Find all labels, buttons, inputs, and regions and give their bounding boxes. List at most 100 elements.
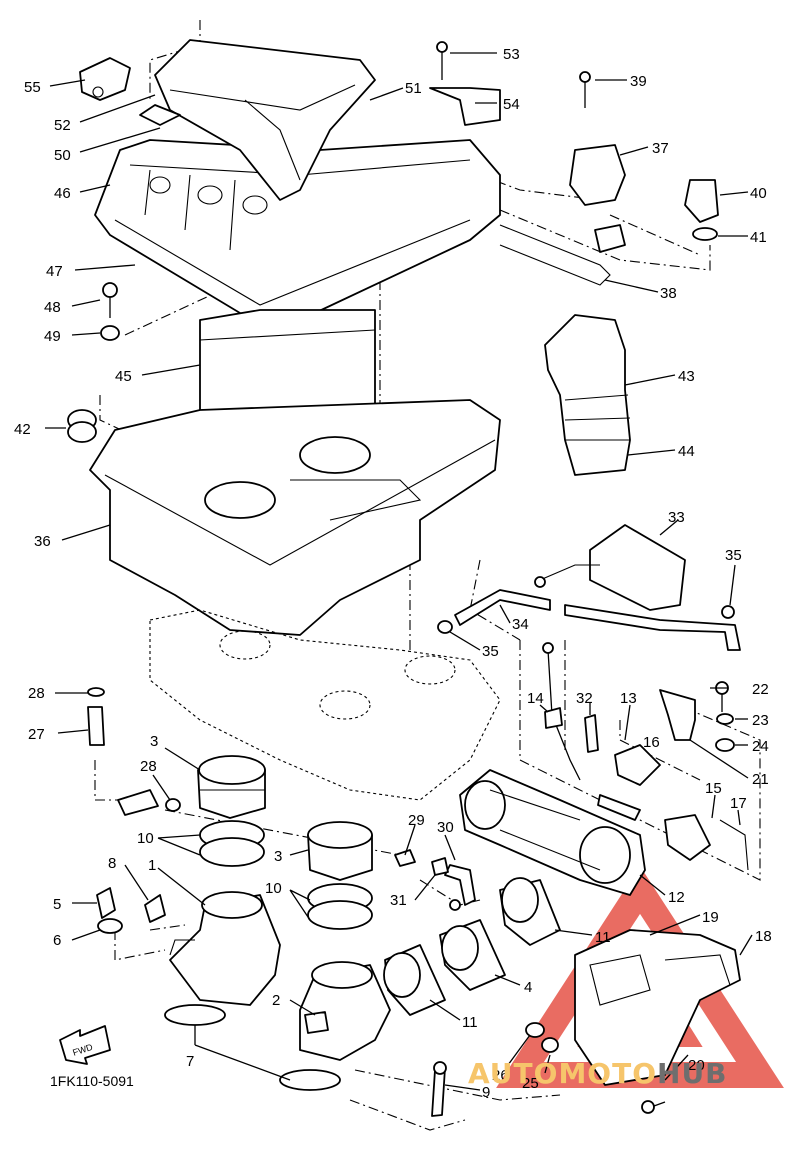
part-code: 1FK110-5091	[50, 1073, 134, 1089]
screw-22	[715, 681, 729, 712]
cover-18	[574, 929, 741, 1086]
intake-joint-2	[299, 961, 391, 1061]
label-30: 30	[437, 819, 454, 836]
label-28a: 28	[28, 685, 45, 702]
label-1: 1	[148, 857, 156, 874]
label-31: 31	[390, 892, 407, 909]
bolt-9	[431, 1061, 447, 1117]
label-25: 25	[522, 1075, 539, 1092]
label-10a: 10	[137, 830, 154, 847]
joint-11b	[383, 944, 446, 1016]
label-46: 46	[54, 185, 71, 202]
label-19: 19	[702, 909, 719, 926]
label-20: 20	[688, 1057, 705, 1074]
label-7: 7	[186, 1053, 194, 1070]
label-3b: 3	[274, 848, 282, 865]
label-11b: 11	[462, 1014, 478, 1031]
label-3a: 3	[150, 733, 158, 750]
label-9: 9	[482, 1084, 490, 1101]
label-53: 53	[503, 46, 520, 63]
label-32: 32	[576, 690, 593, 707]
screw-53	[436, 41, 448, 80]
nut-24	[715, 738, 735, 752]
rubber-cap-3b	[307, 821, 373, 881]
label-48: 48	[44, 299, 61, 316]
label-24: 24	[752, 738, 769, 755]
label-12: 12	[668, 889, 685, 906]
label-16: 16	[643, 734, 660, 751]
label-45: 45	[115, 368, 132, 385]
screw-48	[102, 282, 118, 318]
leader-lines	[45, 52, 753, 1091]
bracket-21	[659, 689, 696, 741]
label-50: 50	[54, 147, 71, 164]
valve-37	[569, 144, 626, 253]
airbox-lower-36	[89, 399, 501, 636]
label-17: 17	[730, 795, 747, 812]
label-22: 22	[752, 681, 769, 698]
watermark-text-b: HUB	[657, 1057, 728, 1090]
pipe-28	[117, 789, 181, 816]
label-35a: 35	[725, 547, 742, 564]
nut-25	[541, 1037, 559, 1053]
label-11a: 11	[595, 929, 611, 946]
fuel-hose-34	[454, 589, 741, 651]
screw-20	[641, 1100, 666, 1114]
label-35b: 35	[482, 643, 499, 660]
label-54: 54	[503, 96, 520, 113]
connector-54	[429, 87, 501, 126]
label-27: 27	[28, 726, 45, 743]
plug-29	[394, 849, 416, 867]
label-49: 49	[44, 328, 61, 345]
label-44: 44	[678, 443, 695, 460]
part-labels: 55 52 50 46 47 48 49 45 42 36 53 54 51 3…	[14, 46, 772, 1101]
label-39: 39	[630, 73, 647, 90]
label-6: 6	[53, 932, 61, 949]
switch-17	[664, 814, 749, 871]
joint-11a	[499, 877, 561, 946]
watermark-text-a: AUTOMOTO	[468, 1057, 658, 1090]
intake-hose-43	[544, 314, 631, 476]
label-21: 21	[752, 771, 769, 788]
label-13: 13	[620, 690, 637, 707]
label-15: 15	[705, 780, 722, 797]
airbox-cover	[94, 139, 501, 326]
label-29: 29	[408, 812, 425, 829]
watermark-text: AUTOMOTOHUB	[468, 1057, 728, 1090]
o-ring-7	[164, 1004, 341, 1091]
label-40: 40	[750, 185, 767, 202]
label-55: 55	[24, 79, 41, 96]
fuel-pump-33	[534, 524, 686, 611]
label-52: 52	[54, 117, 71, 134]
nut-26	[525, 1022, 545, 1038]
clamp-10	[199, 820, 373, 930]
label-36: 36	[34, 533, 51, 550]
label-42: 42	[14, 421, 31, 438]
screw-32	[584, 714, 599, 753]
label-41: 41	[750, 229, 767, 246]
fitting-31	[431, 857, 461, 911]
clip-6	[97, 918, 123, 934]
label-26: 26	[492, 1067, 509, 1084]
label-37: 37	[652, 140, 669, 157]
label-4: 4	[524, 979, 532, 996]
sensor-16	[597, 744, 661, 821]
label-28b: 28	[140, 758, 157, 775]
seal-38	[499, 224, 611, 286]
label-43: 43	[678, 368, 695, 385]
rubber-cap-3	[197, 755, 266, 819]
label-51: 51	[405, 80, 422, 97]
fwd-arrow: FWD	[59, 1025, 111, 1065]
label-33: 33	[668, 509, 685, 526]
label-2: 2	[272, 992, 280, 1009]
label-10b: 10	[265, 880, 282, 897]
screw-39	[579, 71, 591, 108]
label-47: 47	[46, 263, 63, 280]
pipe-27	[87, 687, 105, 746]
cap-5	[96, 887, 116, 919]
part-55-bracket	[79, 57, 131, 101]
nut-49	[100, 325, 120, 341]
intake-duct	[139, 39, 376, 201]
